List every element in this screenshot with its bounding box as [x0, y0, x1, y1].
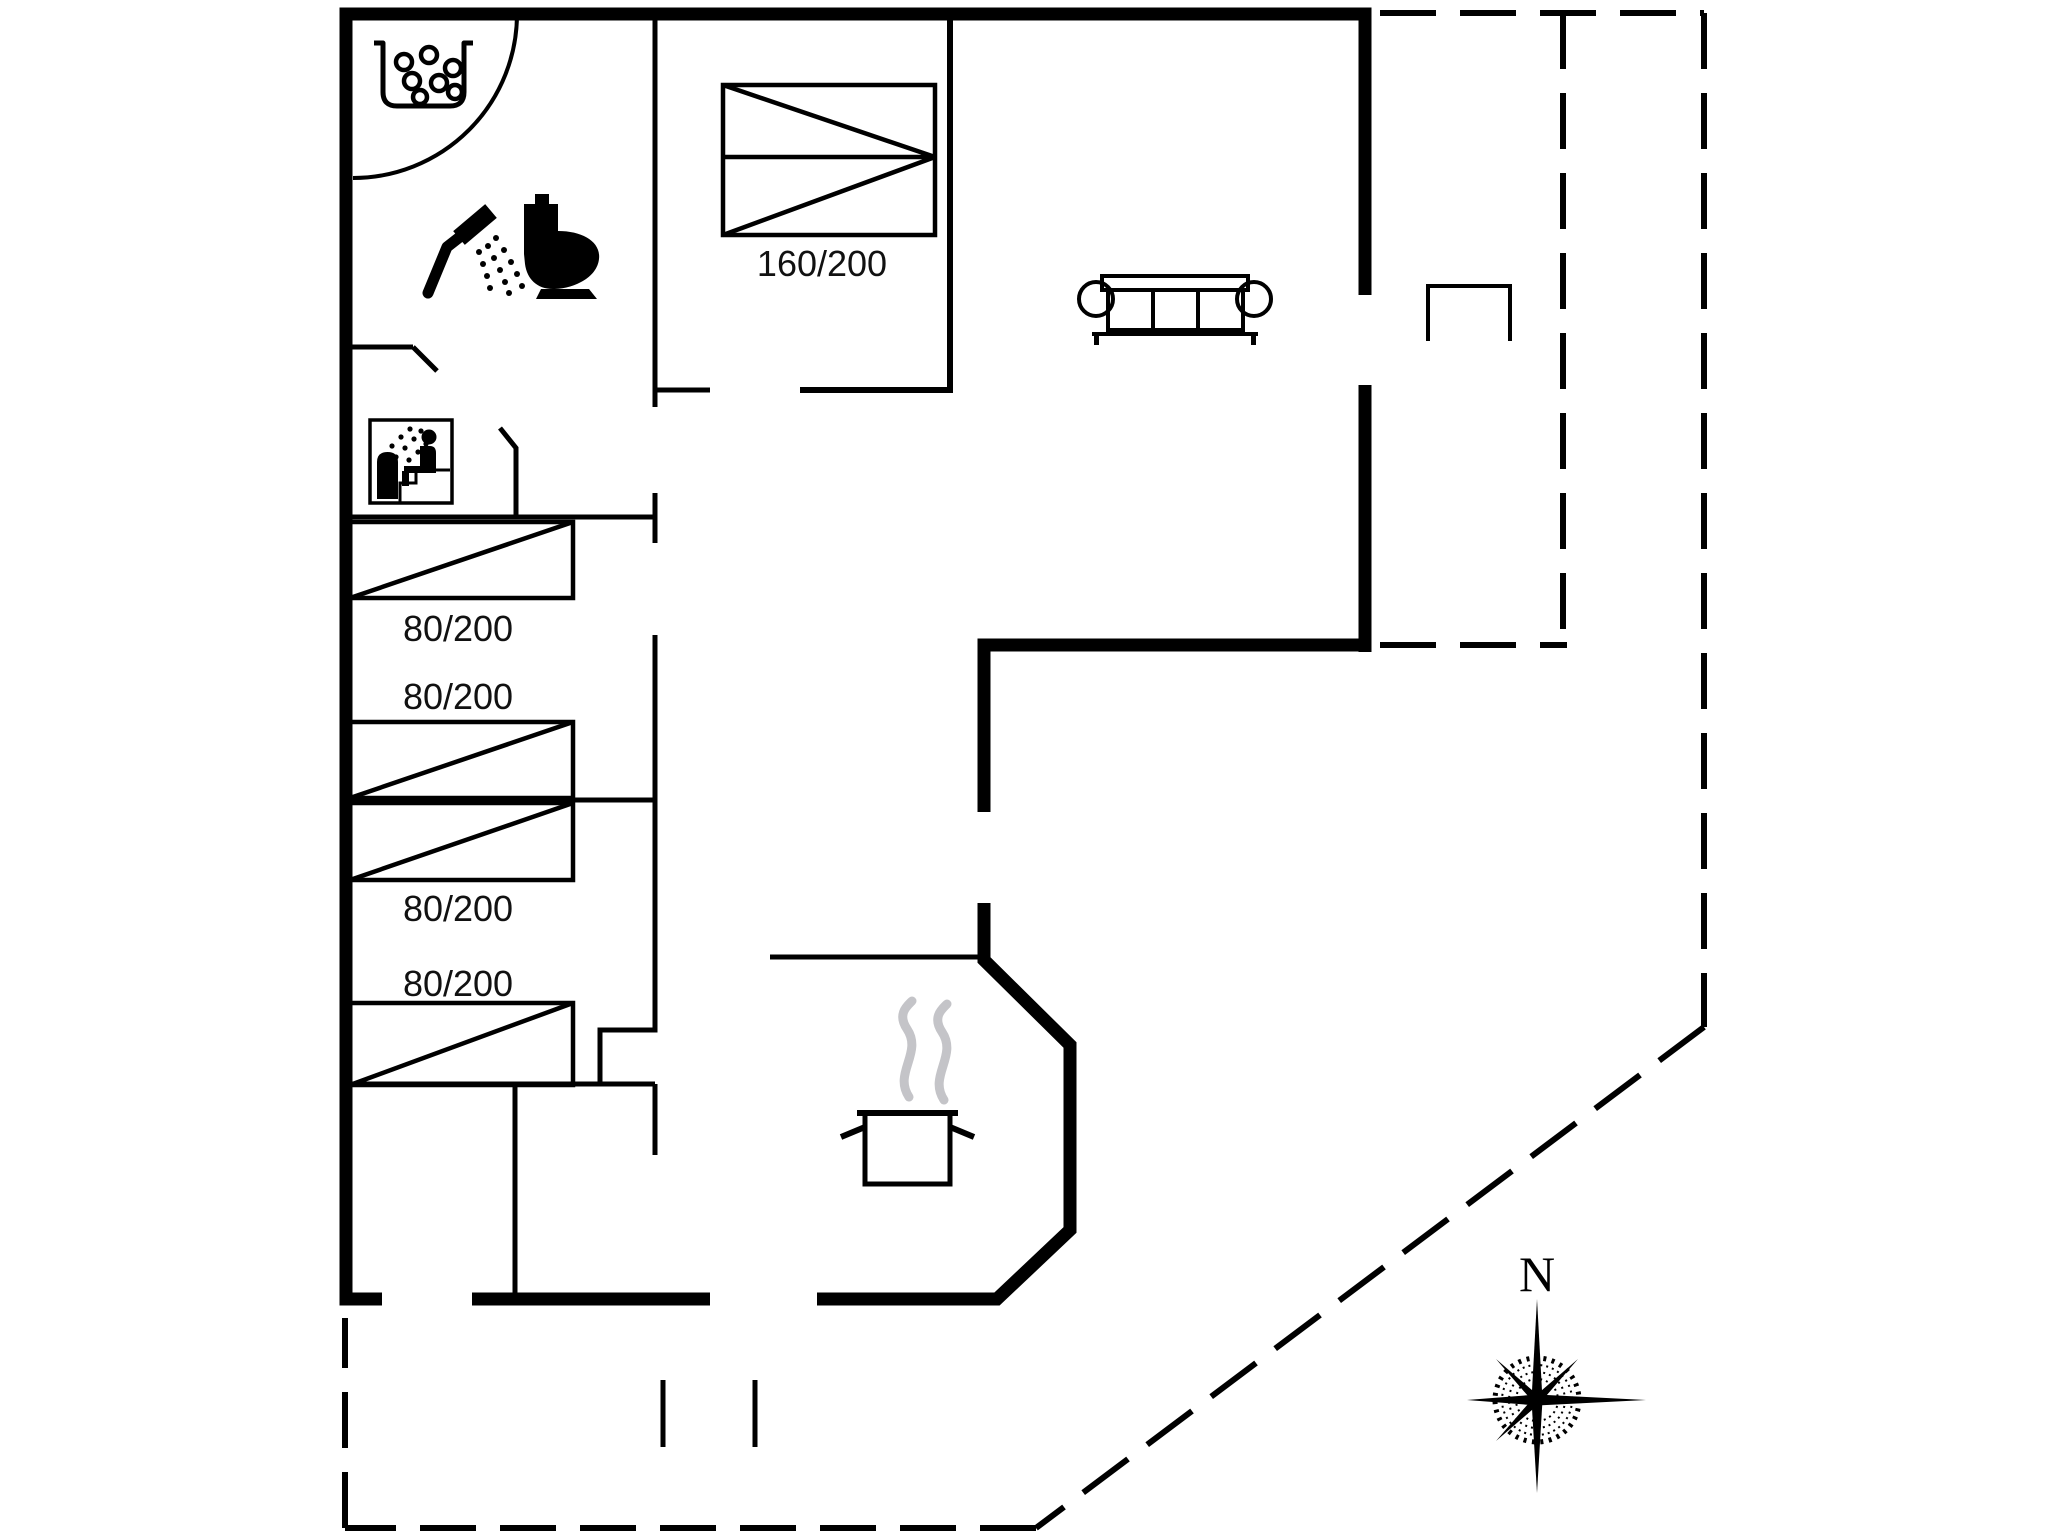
tub-bubbles	[393, 44, 465, 107]
property-boundary-dashed	[342, 10, 1707, 1531]
single-bed-diagonal	[349, 719, 574, 801]
sofa-leg	[1251, 334, 1256, 345]
single-bed-2	[347, 719, 576, 801]
single-bed-label-3: 80/200	[403, 888, 513, 929]
single-bed-label-1: 80/200	[403, 608, 513, 649]
toilet-icon	[524, 194, 600, 299]
single-bed-frame	[347, 719, 576, 801]
sofa-icon	[1077, 274, 1273, 345]
single-bed-label-2: 80/200	[403, 676, 513, 717]
compass-north-label: N	[1519, 1246, 1555, 1302]
washing-tub-icon	[374, 40, 473, 109]
double-bed-pattern	[722, 82, 936, 238]
wall-kitchen-bay	[817, 903, 1077, 1306]
single-bed-4	[347, 1000, 576, 1088]
single-bed-diagonal	[349, 519, 574, 601]
double-bed-frame	[720, 82, 938, 238]
shower-icon	[422, 204, 525, 299]
wall-livingroom-inner	[977, 638, 1371, 812]
single-bed-diagonal	[349, 1000, 574, 1088]
double-bed	[720, 82, 938, 238]
sofa-cushion	[1196, 288, 1245, 332]
sauna-bench	[398, 468, 450, 502]
double-bed-label: 160/200	[757, 243, 887, 284]
single-bed-frame	[347, 800, 576, 883]
single-bed-frame	[347, 519, 576, 601]
wall-left-top-right	[339, 7, 1372, 1306]
pot-body	[862, 1110, 953, 1187]
door-leaf-sauna	[498, 426, 519, 518]
shower-head	[453, 204, 497, 245]
door-leaf-bathroom	[411, 345, 439, 373]
steam-icon	[898, 996, 952, 1105]
sauna-heater	[377, 452, 398, 499]
sofa-leg	[1094, 334, 1099, 345]
wall-corridor-mid	[597, 635, 658, 1084]
sofa-cushion	[1151, 288, 1200, 332]
sauna-frame	[368, 418, 454, 505]
door-arc-icon	[352, 13, 519, 180]
toilet-base	[536, 289, 597, 299]
single-bed-3	[347, 800, 576, 883]
single-bed-diagonal	[349, 800, 574, 883]
sauna-person	[402, 429, 437, 486]
sauna-icon	[368, 418, 454, 505]
compass-arms	[1467, 1299, 1646, 1493]
shower-spray-dots	[476, 235, 525, 296]
tub-outline	[374, 40, 473, 109]
terrace-boundary-dashed	[1380, 13, 1567, 648]
pot-handle-left	[839, 1124, 867, 1140]
single-bed-label-4: 80/200	[403, 963, 513, 1004]
boundary-diagonal	[1034, 1024, 1706, 1531]
single-bed-1	[347, 519, 576, 601]
sofa-arm-right	[1235, 280, 1273, 318]
interior-walls	[340, 14, 984, 1447]
pot-handle-right	[948, 1124, 976, 1140]
single-bed-frame	[347, 1000, 576, 1088]
toilet-body	[524, 194, 600, 289]
exterior-walls	[339, 7, 1372, 1306]
cooking-pot-icon	[839, 996, 976, 1187]
sofa-backrest	[1100, 274, 1250, 292]
patio-door-ticks	[660, 1380, 758, 1447]
compass-rose-icon: N	[1467, 1246, 1646, 1493]
sofa-arm-left	[1077, 280, 1115, 318]
terrace-chair-icon	[1426, 284, 1512, 341]
